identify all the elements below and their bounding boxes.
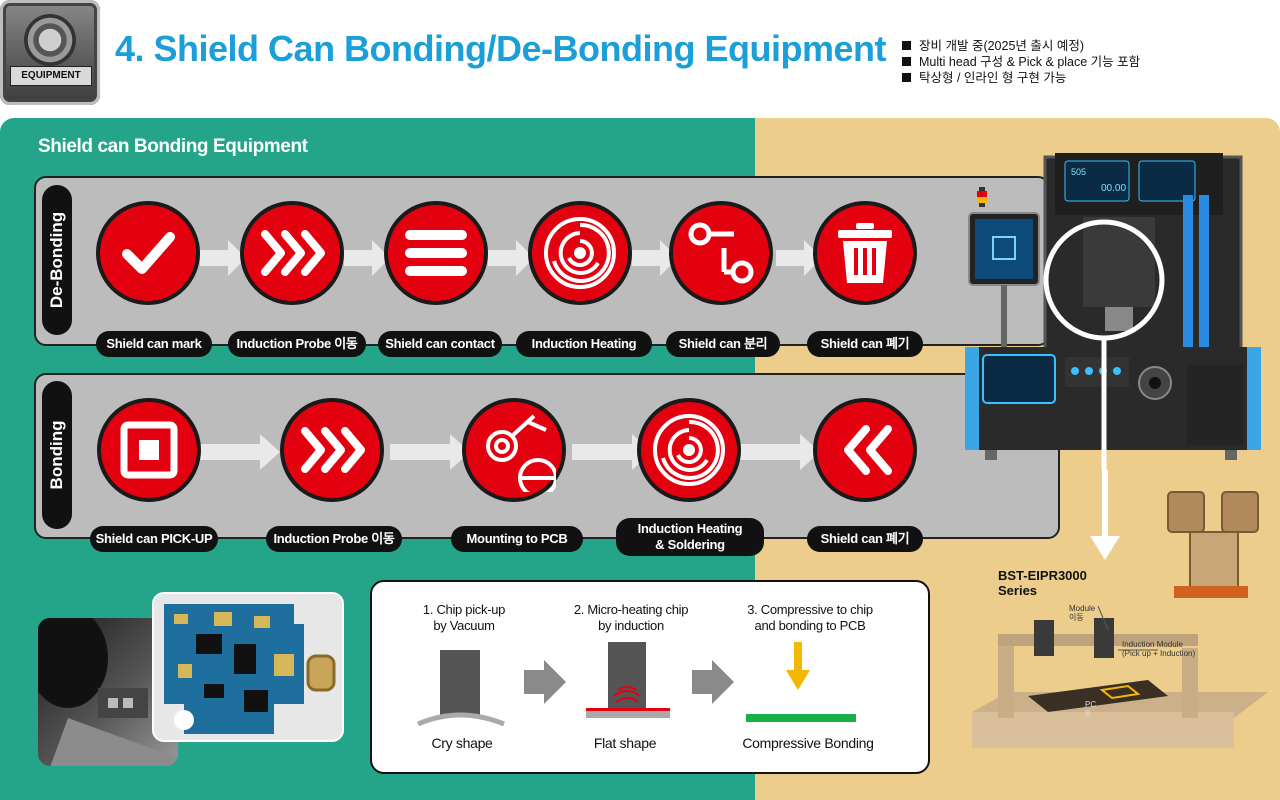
flow-arrow [200,240,246,276]
curved-chip [417,712,505,727]
bonding-side-label: Bonding [42,381,72,529]
pcb-plate [1028,680,1168,712]
heat-coil-icon [613,686,641,703]
pcb-photo [152,592,344,742]
checkmark-icon [122,232,175,274]
bonding-arrows [200,434,820,470]
step-label: Mounting to PCB [451,526,583,552]
step-label: Shield can 분리 [666,331,780,357]
heated-surface [586,708,670,711]
press-arrow-icon [786,670,810,690]
triple-chevron-right-icon [261,230,325,276]
flow-arrow [200,434,280,470]
equipment-logo: EQUIPMENT [0,0,100,105]
debonding-arrows [200,240,822,276]
machine-detail-illustration [38,618,178,766]
step-shield-can-discard [813,201,917,305]
process-illustrations [417,642,856,727]
step-label: Induction Heating & Soldering [616,518,764,556]
flow-arrow [632,240,678,276]
step-shield-can-contact [384,201,488,305]
step-shield-can-pickup [97,398,201,502]
step-shield-can-discard [813,398,917,502]
note-item: 장비 개발 중(2025년 출시 예정) [902,38,1140,54]
screen-readout: 00.00 [1101,183,1126,194]
square-bullet-icon [902,73,911,82]
square-bullet-icon [902,57,911,66]
debonding-side-label: De-Bonding [42,185,72,335]
concentric-coil-icon [544,217,616,289]
step-label: Shield can contact [378,331,502,357]
down-arrow-icon [1090,470,1120,560]
logo-label: EQUIPMENT [10,66,92,86]
diagram-label-induction: Induction Module(Pick up + Induction) [1122,640,1196,658]
process-arrow-icon [524,660,566,704]
step-induction-probe-move [280,398,384,502]
step-label: Shield can 폐기 [807,526,923,552]
concentric-coil-icon [653,414,725,486]
flow-arrow [390,434,470,470]
step-mounting-to-pcb [462,398,566,502]
feature-notes: 장비 개발 중(2025년 출시 예정) Multi head 구성 & Pic… [902,38,1140,86]
induction-module-right [1094,618,1114,658]
square-frame-icon [120,421,178,479]
step-label: Induction Heating [516,331,652,357]
flow-arrow [776,240,822,276]
three-bars-icon [405,230,467,276]
step-label: Shield can 폐기 [807,331,923,357]
equipment-machine-illustration: 505 00.00 [965,153,1261,470]
flow-arrow [572,434,652,470]
shield-can-bracket-illustration [1167,491,1259,598]
gantry-module-diagram [972,605,1268,748]
process-caption: Cry shape [431,735,493,751]
note-item: 탁상형 / 인라인 형 구현 가능 [902,70,1140,86]
section-title: Shield can Bonding Equipment [38,136,308,157]
flow-arrow [344,240,390,276]
bonded-layer [746,714,856,722]
separate-nodes-icon [688,222,754,284]
step-shield-can-separate [669,201,773,305]
step-shield-can-mark [96,201,200,305]
flow-arrow [488,240,534,276]
step-induction-heating [528,201,632,305]
gear-emblem-icon [24,14,76,66]
process-arrow-icon [692,660,734,704]
step-induction-probe-move [240,201,344,305]
note-item: Multi head 구성 & Pick & place 기능 포함 [902,54,1140,70]
step-label: Shield can PICK-UP [90,526,218,552]
page-title: 4. Shield Can Bonding/De-Bonding Equipme… [115,28,886,69]
robot-arm-icon [486,414,556,492]
flow-arrow [740,434,820,470]
process-caption: Compressive Bonding [742,735,874,751]
double-chevron-left-icon [844,425,892,475]
vacuum-head [440,650,480,716]
screen-readout: 505 [1071,167,1086,177]
step-label: Induction Probe 이동 [266,526,402,552]
square-bullet-icon [902,41,911,50]
trash-can-icon [838,223,892,283]
triple-chevron-right-icon [301,427,365,473]
induction-module-left [1034,620,1054,656]
pcb-board-illustration [164,604,336,734]
process-caption: Flat shape [593,735,657,751]
flat-chip [586,710,670,718]
step-induction-heating-soldering [637,398,741,502]
press-arrow-shaft [794,642,802,672]
step-label: Shield can mark [96,331,212,357]
step-label: Induction Probe 이동 [228,331,366,357]
